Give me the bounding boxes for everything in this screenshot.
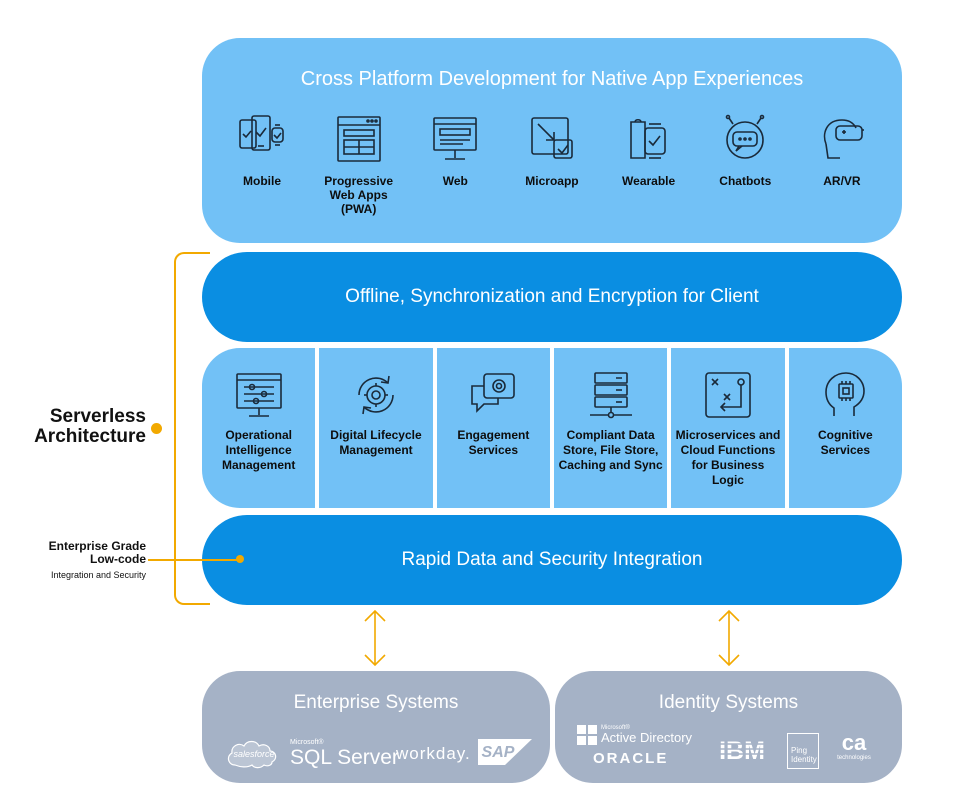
cross-platform-title: Cross Platform Development for Native Ap…: [300, 68, 804, 90]
platform-label-arvr: AR/VR: [823, 174, 861, 188]
offline-sync-encryption-bar: Offline, Synchronization and Encryption …: [202, 252, 902, 342]
brain-chip-icon: [825, 372, 866, 416]
service-label-microservices: Microservices and Cloud Functions for Bu…: [675, 428, 781, 487]
server-stack-icon: [589, 372, 632, 419]
ca-text: ca: [841, 730, 867, 755]
chat-gear-icon: [471, 373, 516, 413]
sql-server-text: SQL Server: [290, 746, 399, 769]
platform-label-chatbots: Chatbots: [719, 174, 772, 188]
ping-identity-logo: Ping Identity: [787, 733, 819, 769]
platform-label-microapp: Microapp: [525, 174, 579, 188]
platform-label-web: Web: [442, 174, 468, 188]
cross-platform-panel: Cross Platform Development for Native Ap…: [202, 38, 902, 243]
service-cognitive: Cognitive Services: [788, 348, 902, 508]
platform-arvr: AR/VR: [800, 114, 884, 216]
double-arrow-enterprise-icon: [364, 609, 386, 667]
sql-microsoft-text: Microsoft®: [290, 739, 324, 746]
service-label-operational: Operational Intelligence Management: [221, 428, 296, 472]
workday-logo: workday.: [396, 744, 471, 763]
platform-microapp: Microapp: [510, 114, 594, 216]
lowcode-label: Enterprise Grade Low-code Integration an…: [48, 539, 146, 581]
service-label-engagement: Engagement Services: [457, 428, 530, 457]
platform-list: Mobile Progressive Web Apps (PWA) Web: [220, 114, 884, 216]
ibm-logo: IBM: [713, 737, 771, 763]
lowcode-line1: Enterprise Grade: [48, 539, 146, 553]
serverless-architecture-label: Serverless Architecture: [34, 407, 146, 447]
ping-line1: Ping: [791, 746, 808, 755]
service-label-lifecycle: Digital Lifecycle Management: [330, 428, 422, 457]
active-directory-text: Active Directory: [601, 730, 693, 745]
enterprise-systems-title: Enterprise Systems: [293, 692, 459, 713]
serverless-bracket: [174, 252, 210, 605]
platform-wearable: Wearable: [607, 114, 691, 216]
serverless-bracket-dot: [151, 423, 162, 434]
active-directory-logo: Microsoft® Active Directory: [577, 725, 692, 745]
sap-logo: SAP: [478, 739, 532, 765]
platform-pwa: Progressive Web Apps (PWA): [317, 114, 401, 216]
service-label-compliant: Compliant Data Store, File Store, Cachin…: [558, 428, 663, 472]
chatbot-icon: [725, 114, 765, 159]
serverless-line1: Serverless: [49, 406, 146, 427]
ad-microsoft-text: Microsoft®: [601, 725, 630, 731]
oracle-logo: ORACLE: [593, 750, 669, 767]
platform-label-mobile: Mobile: [243, 174, 281, 188]
gear-cycle-icon: [358, 375, 394, 415]
identity-systems-title: Identity Systems: [658, 692, 799, 713]
web-monitor-icon: [433, 117, 478, 160]
double-arrow-identity-icon: [718, 609, 740, 667]
lowcode-connector-line: [148, 559, 238, 561]
service-microservices: Microservices and Cloud Functions for Bu…: [671, 348, 785, 508]
ar-vr-headset-icon: [823, 119, 864, 159]
service-digital-lifecycle: Digital Lifecycle Management: [319, 348, 433, 508]
pwa-browser-icon: [336, 116, 381, 162]
flow-path-icon: [705, 372, 751, 418]
platform-web: Web: [413, 114, 497, 216]
mobile-devices-icon: [239, 115, 284, 151]
sap-text: SAP: [482, 744, 515, 761]
salesforce-text: salesforce: [233, 749, 274, 759]
ibm-text: IBM: [719, 737, 765, 763]
sliders-panel-icon: [235, 373, 282, 417]
identity-systems-panel: Identity Systems Microsoft® Active Direc…: [555, 671, 902, 783]
windows-icon: [577, 725, 597, 745]
ca-sub-text: technologies: [837, 755, 871, 761]
rapid-data-security-bar: Rapid Data and Security Integration: [202, 515, 902, 605]
service-label-cognitive: Cognitive Services: [817, 428, 873, 457]
salesforce-logo: salesforce: [227, 740, 277, 769]
platform-chatbots: Chatbots: [703, 114, 787, 216]
platform-mobile: Mobile: [220, 114, 304, 216]
services-row: Operational Intelligence Management Digi…: [202, 348, 902, 508]
platform-label-pwa: Progressive Web Apps (PWA): [324, 174, 394, 216]
platform-label-wearable: Wearable: [622, 174, 676, 188]
service-operational-intelligence: Operational Intelligence Management: [202, 348, 316, 508]
enterprise-systems-panel: Enterprise Systems salesforce Microsoft®…: [202, 671, 550, 783]
lowcode-connector-dot: [236, 555, 244, 563]
wearable-icon: [629, 118, 666, 159]
service-engagement: Engagement Services: [436, 348, 550, 508]
sql-server-logo: Microsoft® SQL Server: [290, 739, 399, 769]
ca-technologies-logo: ca technologies: [834, 731, 874, 767]
service-compliant-data: Compliant Data Store, File Store, Cachin…: [553, 348, 668, 508]
microapp-icon: [531, 117, 573, 159]
lowcode-line2: Low-code: [90, 552, 146, 566]
lowcode-subtitle: Integration and Security: [50, 570, 146, 580]
ping-line2: Identity: [791, 755, 817, 764]
serverless-line2: Architecture: [34, 426, 146, 447]
